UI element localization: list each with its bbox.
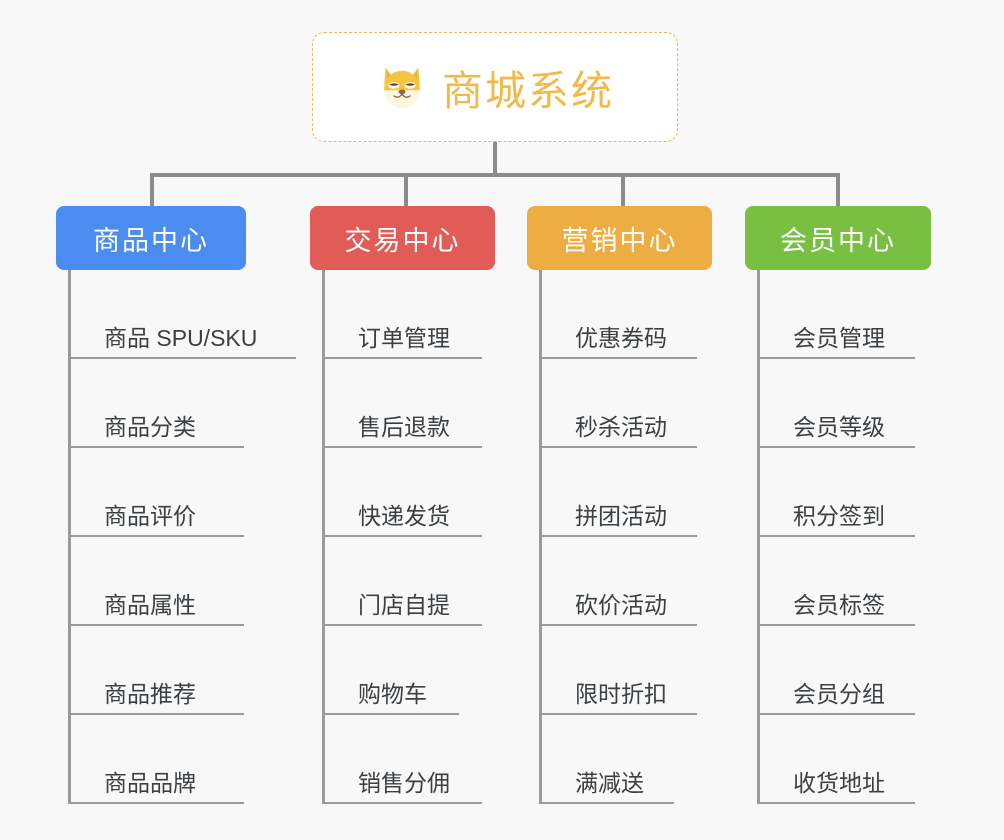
category-column-2: 交易中心 订单管理 售后退款 快递发货 门店自提 购物车 销售分佣 xyxy=(310,206,495,804)
leaf-label: 会员等级 xyxy=(793,413,885,440)
list-item[interactable]: 拼团活动 xyxy=(542,448,697,537)
leaf-label: 商品品牌 xyxy=(104,769,196,796)
connector-drop-2 xyxy=(404,173,408,208)
list-item[interactable]: 订单管理 xyxy=(325,270,482,359)
leaf-label: 砍价活动 xyxy=(575,591,667,618)
list-item[interactable]: 购物车 xyxy=(325,626,459,715)
leaf-label: 会员标签 xyxy=(793,591,885,618)
root-node[interactable]: 商城系统 xyxy=(312,32,678,142)
category-header-3[interactable]: 营销中心 xyxy=(527,206,712,270)
list-item[interactable]: 积分签到 xyxy=(760,448,915,537)
category-header-2[interactable]: 交易中心 xyxy=(310,206,495,270)
list-item[interactable]: 限时折扣 xyxy=(542,626,697,715)
list-item[interactable]: 商品推荐 xyxy=(71,626,244,715)
leaf-label: 秒杀活动 xyxy=(575,413,667,440)
leaf-list-1: 商品 SPU/SKU 商品分类 商品评价 商品属性 商品推荐 商品品牌 xyxy=(68,270,296,804)
list-item[interactable]: 商品评价 xyxy=(71,448,244,537)
list-item[interactable]: 砍价活动 xyxy=(542,537,697,626)
leaf-list-2: 订单管理 售后退款 快递发货 门店自提 购物车 销售分佣 xyxy=(322,270,495,804)
leaf-label: 拼团活动 xyxy=(575,502,667,529)
connector-drop-3 xyxy=(621,173,625,208)
list-item[interactable]: 商品分类 xyxy=(71,359,244,448)
leaf-label: 商品 SPU/SKU xyxy=(104,324,258,351)
leaf-label: 会员管理 xyxy=(793,324,885,351)
category-column-1: 商品中心 商品 SPU/SKU 商品分类 商品评价 商品属性 商品推荐 商品品牌 xyxy=(56,206,296,804)
leaf-label: 订单管理 xyxy=(358,324,450,351)
leaf-label: 限时折扣 xyxy=(575,680,667,707)
connector-drop-1 xyxy=(150,173,154,208)
category-header-4[interactable]: 会员中心 xyxy=(745,206,931,270)
list-item[interactable]: 门店自提 xyxy=(325,537,482,626)
list-item[interactable]: 销售分佣 xyxy=(325,715,482,804)
list-item[interactable]: 收货地址 xyxy=(760,715,915,804)
category-column-4: 会员中心 会员管理 会员等级 积分签到 会员标签 会员分组 收货地址 xyxy=(745,206,931,804)
leaf-label: 商品属性 xyxy=(104,591,196,618)
list-item[interactable]: 商品 SPU/SKU xyxy=(71,270,296,359)
category-header-1[interactable]: 商品中心 xyxy=(56,206,246,270)
list-item[interactable]: 会员等级 xyxy=(760,359,915,448)
leaf-label: 积分签到 xyxy=(793,502,885,529)
list-item[interactable]: 秒杀活动 xyxy=(542,359,697,448)
list-item[interactable]: 商品属性 xyxy=(71,537,244,626)
connector-bus-bar xyxy=(150,173,840,177)
list-item[interactable]: 会员管理 xyxy=(760,270,915,359)
shiba-dog-face-icon xyxy=(376,61,428,113)
category-column-3: 营销中心 优惠券码 秒杀活动 拼团活动 砍价活动 限时折扣 满减送 xyxy=(527,206,712,804)
list-item[interactable]: 满减送 xyxy=(542,715,674,804)
list-item[interactable]: 商品品牌 xyxy=(71,715,244,804)
list-item[interactable]: 会员标签 xyxy=(760,537,915,626)
leaf-label: 收货地址 xyxy=(793,769,885,796)
list-item[interactable]: 优惠券码 xyxy=(542,270,697,359)
leaf-label: 门店自提 xyxy=(358,591,450,618)
leaf-label: 商品评价 xyxy=(104,502,196,529)
leaf-label: 商品分类 xyxy=(104,413,196,440)
leaf-list-3: 优惠券码 秒杀活动 拼团活动 砍价活动 限时折扣 满减送 xyxy=(539,270,712,804)
leaf-label: 优惠券码 xyxy=(575,324,667,351)
leaf-label: 商品推荐 xyxy=(104,680,196,707)
leaf-label: 购物车 xyxy=(358,680,427,707)
list-item[interactable]: 会员分组 xyxy=(760,626,915,715)
root-title: 商城系统 xyxy=(442,68,614,114)
leaf-label: 满减送 xyxy=(575,769,644,796)
leaf-label: 销售分佣 xyxy=(358,769,450,796)
leaf-label: 会员分组 xyxy=(793,680,885,707)
leaf-list-4: 会员管理 会员等级 积分签到 会员标签 会员分组 收货地址 xyxy=(757,270,931,804)
connector-root-stem xyxy=(493,142,497,175)
leaf-label: 售后退款 xyxy=(358,413,450,440)
list-item[interactable]: 快递发货 xyxy=(325,448,482,537)
connector-drop-4 xyxy=(836,173,840,208)
list-item[interactable]: 售后退款 xyxy=(325,359,482,448)
leaf-label: 快递发货 xyxy=(358,502,450,529)
